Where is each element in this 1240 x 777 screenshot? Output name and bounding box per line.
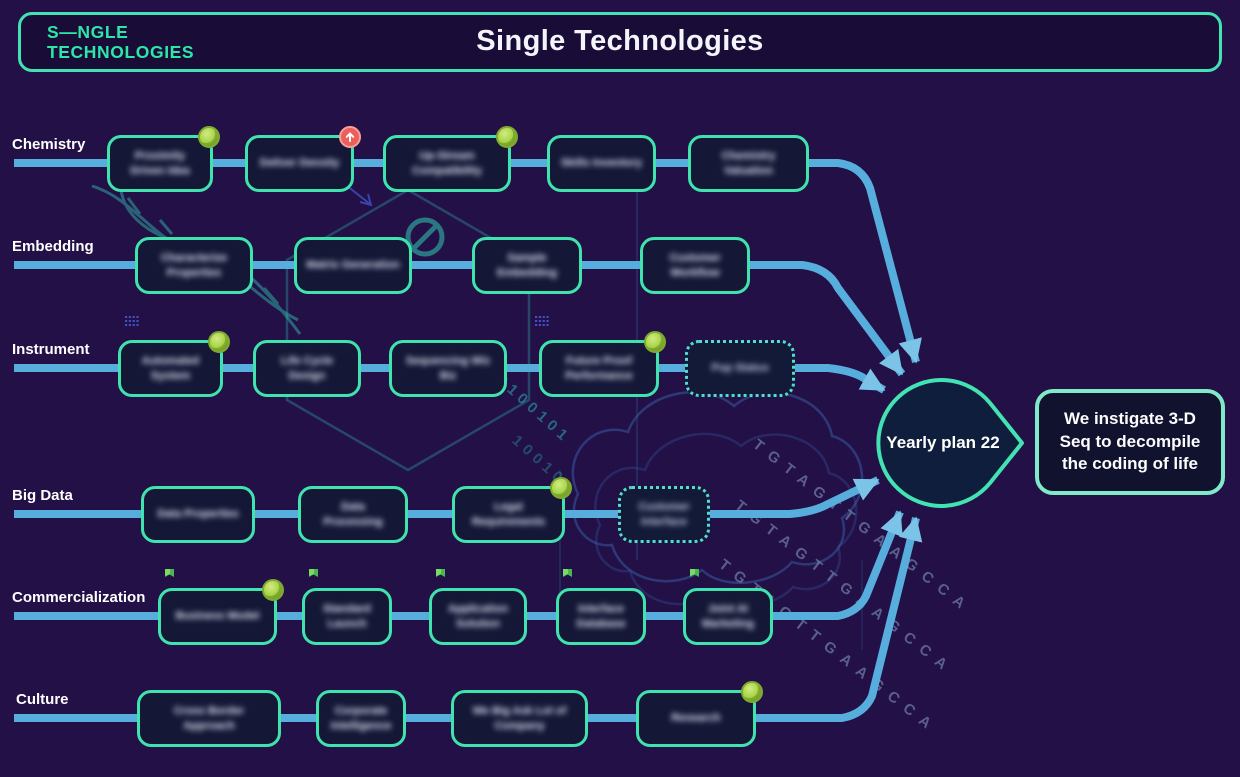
task-box: Chemistry Valuation — [688, 135, 809, 192]
task-box: Future Proof Performance — [539, 331, 666, 397]
connector-embedding — [14, 261, 906, 377]
task-box: Cross Border Approach — [137, 690, 281, 747]
task-box: Deliver Density — [245, 126, 361, 192]
task-box: Sample Embedding — [472, 237, 582, 294]
task-label: Life Cycle Design — [281, 355, 333, 382]
flag-icon — [165, 569, 174, 577]
task-label: Customer Workflow — [669, 252, 721, 279]
status-done-badge — [198, 126, 220, 148]
task-box: Up-Stream Compatibility — [383, 126, 518, 192]
task-label: Deliver Density — [259, 157, 340, 170]
status-done-badge — [741, 681, 763, 703]
row-label-culture: Culture — [16, 691, 69, 708]
goal-box: We instigate 3-D Seq to decompile the co… — [1035, 389, 1225, 495]
task-label: Chemistry Valuation — [721, 150, 776, 177]
goal-text: We instigate 3-D Seq to decompile the co… — [1059, 409, 1201, 474]
task-label: Proximity Driven Idea — [130, 150, 190, 177]
row-label-instrument: Instrument — [12, 341, 90, 358]
connector-culture — [14, 516, 923, 722]
task-label: Data Properties — [157, 508, 239, 521]
task-label: Cross Border Approach — [173, 705, 245, 732]
slide-slash-icon — [405, 217, 445, 257]
connector-commercialization — [14, 510, 904, 620]
task-box-planned: Customer Interface — [618, 486, 710, 543]
task-label: Characterize Properties — [160, 252, 228, 279]
task-box: Matrix Generation — [294, 237, 412, 294]
connector-bigdata — [14, 476, 880, 518]
logo-line2: TECHNOLOGIES — [47, 41, 195, 62]
task-label: Research — [671, 712, 721, 725]
task-box: Corporate Intelligence — [316, 690, 406, 747]
task-label: Future Proof Performance — [565, 355, 633, 382]
task-box: Proximity Driven Idea — [107, 126, 220, 192]
task-box: Sequencing Wiz Biz — [389, 340, 507, 397]
task-label: Legal Requirements — [471, 501, 546, 528]
task-label: Skills Inventory — [560, 157, 643, 170]
task-box: Interface Database — [556, 588, 646, 645]
grid-icon — [125, 316, 139, 326]
node-outline — [876, 378, 1024, 508]
task-label: Up-Stream Compatibility — [412, 150, 482, 177]
company-logo: S—NGLE TECHNOLOGIES — [47, 22, 195, 62]
task-label: Customer Interface — [638, 501, 690, 528]
task-box: Life Cycle Design — [253, 340, 361, 397]
status-done-badge — [644, 331, 666, 353]
task-box: Characterize Properties — [135, 237, 253, 294]
logo-line1: S—NGLE — [47, 22, 129, 42]
task-box: Application Solution — [429, 588, 527, 645]
task-label: Standard Launch — [323, 603, 371, 630]
status-done-badge — [262, 579, 284, 601]
task-box: Automated System — [118, 331, 230, 397]
page-title: Single Technologies — [476, 25, 764, 57]
connector-instrument — [14, 364, 886, 394]
flag-icon — [563, 569, 572, 577]
status-done-badge — [550, 477, 572, 499]
task-label: Corporate Intelligence — [330, 705, 392, 732]
task-box: Customer Workflow — [640, 237, 750, 294]
task-box: Joint AI Marketing — [683, 588, 773, 645]
yearly-plan-label: Yearly plan 22 — [886, 433, 1000, 452]
connector-chemistry — [14, 159, 922, 364]
task-box: Skills Inventory — [547, 135, 656, 192]
task-label: Pop Status — [711, 362, 769, 375]
task-label: Interface Database — [576, 603, 626, 630]
header-bar: S—NGLE TECHNOLOGIES Single Technologies — [18, 12, 1222, 72]
row-label-bigdata: Big Data — [12, 487, 73, 504]
flag-icon — [690, 569, 699, 577]
status-done-badge — [496, 126, 518, 148]
row-label-commercialization: Commercialization — [12, 589, 146, 606]
grid-icon — [535, 316, 549, 326]
task-label: Business Model — [175, 610, 260, 623]
status-done-badge — [208, 331, 230, 353]
task-box: We Big Ask Lot of Company — [451, 690, 588, 747]
task-box-planned: Pop Status — [685, 340, 795, 397]
task-label: Application Solution — [448, 603, 508, 630]
task-box: Research — [636, 681, 763, 747]
task-box: Data Properties — [141, 486, 255, 543]
task-label: Data Processing — [323, 501, 383, 528]
task-box: Legal Requirements — [452, 477, 572, 543]
task-label: Joint AI Marketing — [702, 603, 754, 630]
task-box: Data Processing — [298, 486, 408, 543]
row-label-chemistry: Chemistry — [12, 136, 86, 153]
status-escalated-badge — [339, 126, 361, 148]
task-box: Business Model — [158, 579, 284, 645]
task-label: Sequencing Wiz Biz — [405, 355, 491, 382]
up-arrow-icon — [345, 132, 355, 142]
flag-icon — [436, 569, 445, 577]
task-label: Sample Embedding — [497, 252, 557, 279]
flag-icon — [309, 569, 318, 577]
task-label: We Big Ask Lot of Company — [472, 705, 567, 732]
task-label: Automated System — [141, 355, 200, 382]
task-label: Matrix Generation — [306, 259, 400, 272]
row-label-embedding: Embedding — [12, 238, 94, 255]
task-box: Standard Launch — [302, 588, 392, 645]
